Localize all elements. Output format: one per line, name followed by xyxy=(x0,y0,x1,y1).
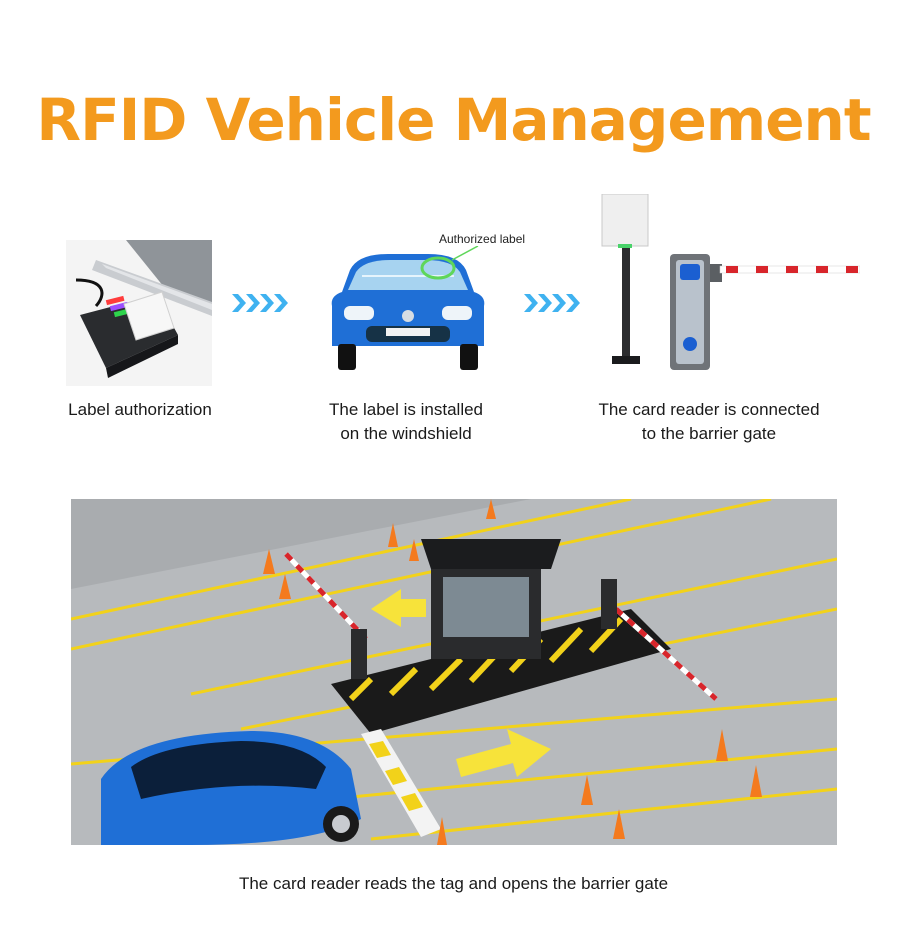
scene-caption: The card reader reads the tag and opens … xyxy=(238,874,669,893)
blue-car-front-icon xyxy=(331,246,485,370)
reader-and-barrier-gate-icon xyxy=(601,194,860,370)
toll-booth-scene-icon xyxy=(71,499,837,845)
rfid-desktop-reader-icon xyxy=(66,240,212,386)
step-caption-windshield: The label is installed on the windshield xyxy=(328,400,484,443)
step-caption-barrier: The card reader is connected to the barr… xyxy=(598,400,820,443)
chevron-right-icon xyxy=(524,294,580,312)
chevron-right-icon xyxy=(232,294,288,312)
step-caption-label-authorization: Label authorization xyxy=(68,400,212,419)
authorized-label-callout: Authorized label xyxy=(439,232,526,246)
page-title: RFID Vehicle Management xyxy=(36,86,871,154)
